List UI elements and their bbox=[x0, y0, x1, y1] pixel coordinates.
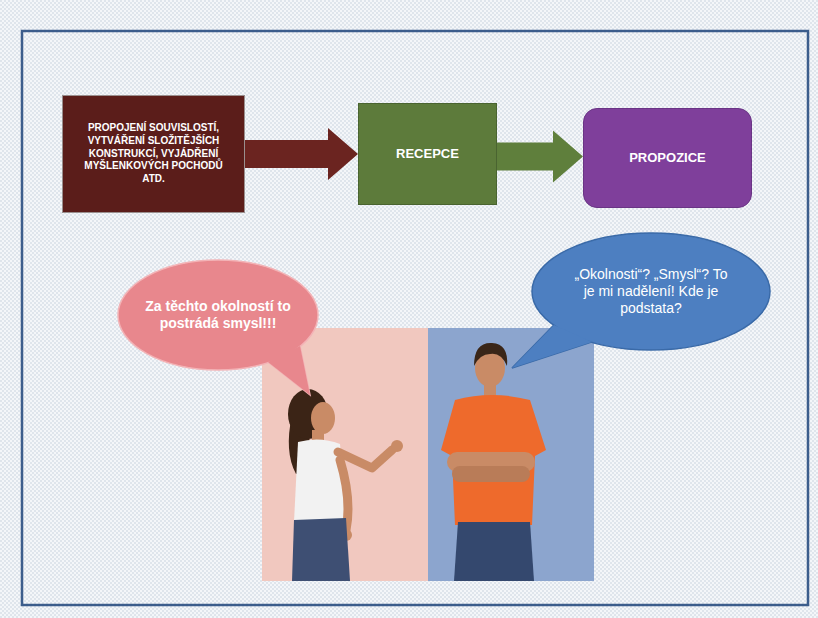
bubble-tail bbox=[512, 325, 592, 368]
text-body: RECEPCE bbox=[368, 146, 487, 162]
face bbox=[311, 402, 335, 434]
bubble-tail bbox=[268, 346, 310, 395]
block-arrow bbox=[245, 128, 358, 180]
process-box: PROPOJENÍ SOUVISLOSTÍ, VYTVÁŘENÍ SLOŽITĚ… bbox=[62, 95, 245, 213]
process-box: RECEPCE bbox=[358, 103, 497, 205]
woman-figure bbox=[288, 389, 403, 581]
speech-bubble: „Okolnosti“? „Smysl“? To je mi nadělení!… bbox=[532, 233, 770, 350]
bubble-text: „Okolnosti“? „Smysl“? To je mi nadělení!… bbox=[571, 266, 731, 317]
hair bbox=[474, 343, 507, 366]
box-text: PROPOJENÍ SOUVISLOSTÍ, VYTVÁŘENÍ SLOŽITĚ… bbox=[76, 122, 231, 186]
crossed-arms bbox=[452, 466, 530, 482]
text-body: „Okolnosti“? „Smysl“? To je mi nadělení!… bbox=[571, 266, 731, 317]
jeans bbox=[454, 522, 534, 581]
box-text: PROPOZICE bbox=[593, 150, 742, 166]
frame-border bbox=[22, 31, 808, 605]
text-body: PROPOJENÍ SOUVISLOSTÍ, VYTVÁŘENÍ SLOŽITĚ… bbox=[76, 122, 231, 186]
process-box: PROPOZICE bbox=[583, 108, 752, 208]
t-shirt bbox=[441, 395, 546, 525]
box-text: RECEPCE bbox=[368, 146, 487, 162]
bubble-text: Za těchto okolností to postrádá smysl!!! bbox=[138, 298, 298, 332]
text-body: PROPOZICE bbox=[593, 150, 742, 166]
jeans bbox=[292, 518, 350, 581]
block-arrow bbox=[497, 131, 583, 183]
speech-bubble: Za těchto okolností to postrádá smysl!!! bbox=[118, 260, 318, 370]
photo-ground-blue bbox=[428, 328, 594, 581]
man-figure bbox=[441, 343, 546, 581]
hand bbox=[391, 440, 403, 452]
photo bbox=[262, 328, 594, 581]
text-body: Za těchto okolností to postrádá smysl!!! bbox=[138, 298, 298, 332]
photo-ground-pink bbox=[262, 328, 428, 581]
